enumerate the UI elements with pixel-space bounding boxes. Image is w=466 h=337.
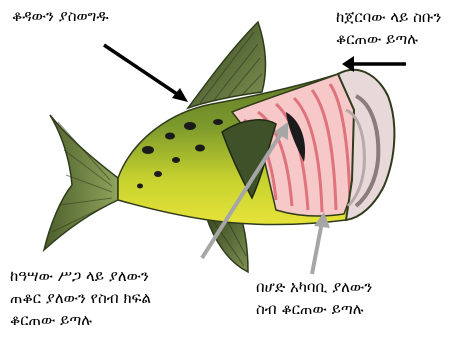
label-back-fat: ከጀርባው ላይ ስቡን ቆርጠው ይጣሉ	[336, 6, 441, 50]
label-remove-skin: ቆዳውን ያስወግዱ	[12, 5, 109, 27]
label-dark-fat: ከዓሣው ሥጋ ላይ ያለውን ጠቆር ያለውን የስብ ክፍል ቆርጠው ይጣ…	[10, 265, 151, 331]
arrow-skin	[104, 45, 188, 102]
label-line: በሆድ አካባቢ ያለውን	[256, 276, 372, 298]
label-line: ቆዳውን ያስወግዱ	[12, 5, 109, 27]
label-line: ቆርጠው ይጣሉ	[336, 28, 441, 50]
label-line: ከዓሣው ሥጋ ላይ ያለውን	[10, 265, 151, 287]
label-line: ቆርጠው ይጣሉ	[10, 309, 151, 331]
label-belly-fat: በሆድ አካባቢ ያለውን ስብ ቆርጠው ይጣሉ	[256, 276, 372, 320]
tail-fin	[44, 115, 118, 250]
label-line: ጠቆር ያለውን የስብ ክፍል	[10, 287, 151, 309]
arrow-tail-gill	[342, 56, 406, 72]
label-line: ከጀርባው ላይ ስቡን	[336, 6, 441, 28]
label-line: ስብ ቆርጠው ይጣሉ	[256, 298, 372, 320]
